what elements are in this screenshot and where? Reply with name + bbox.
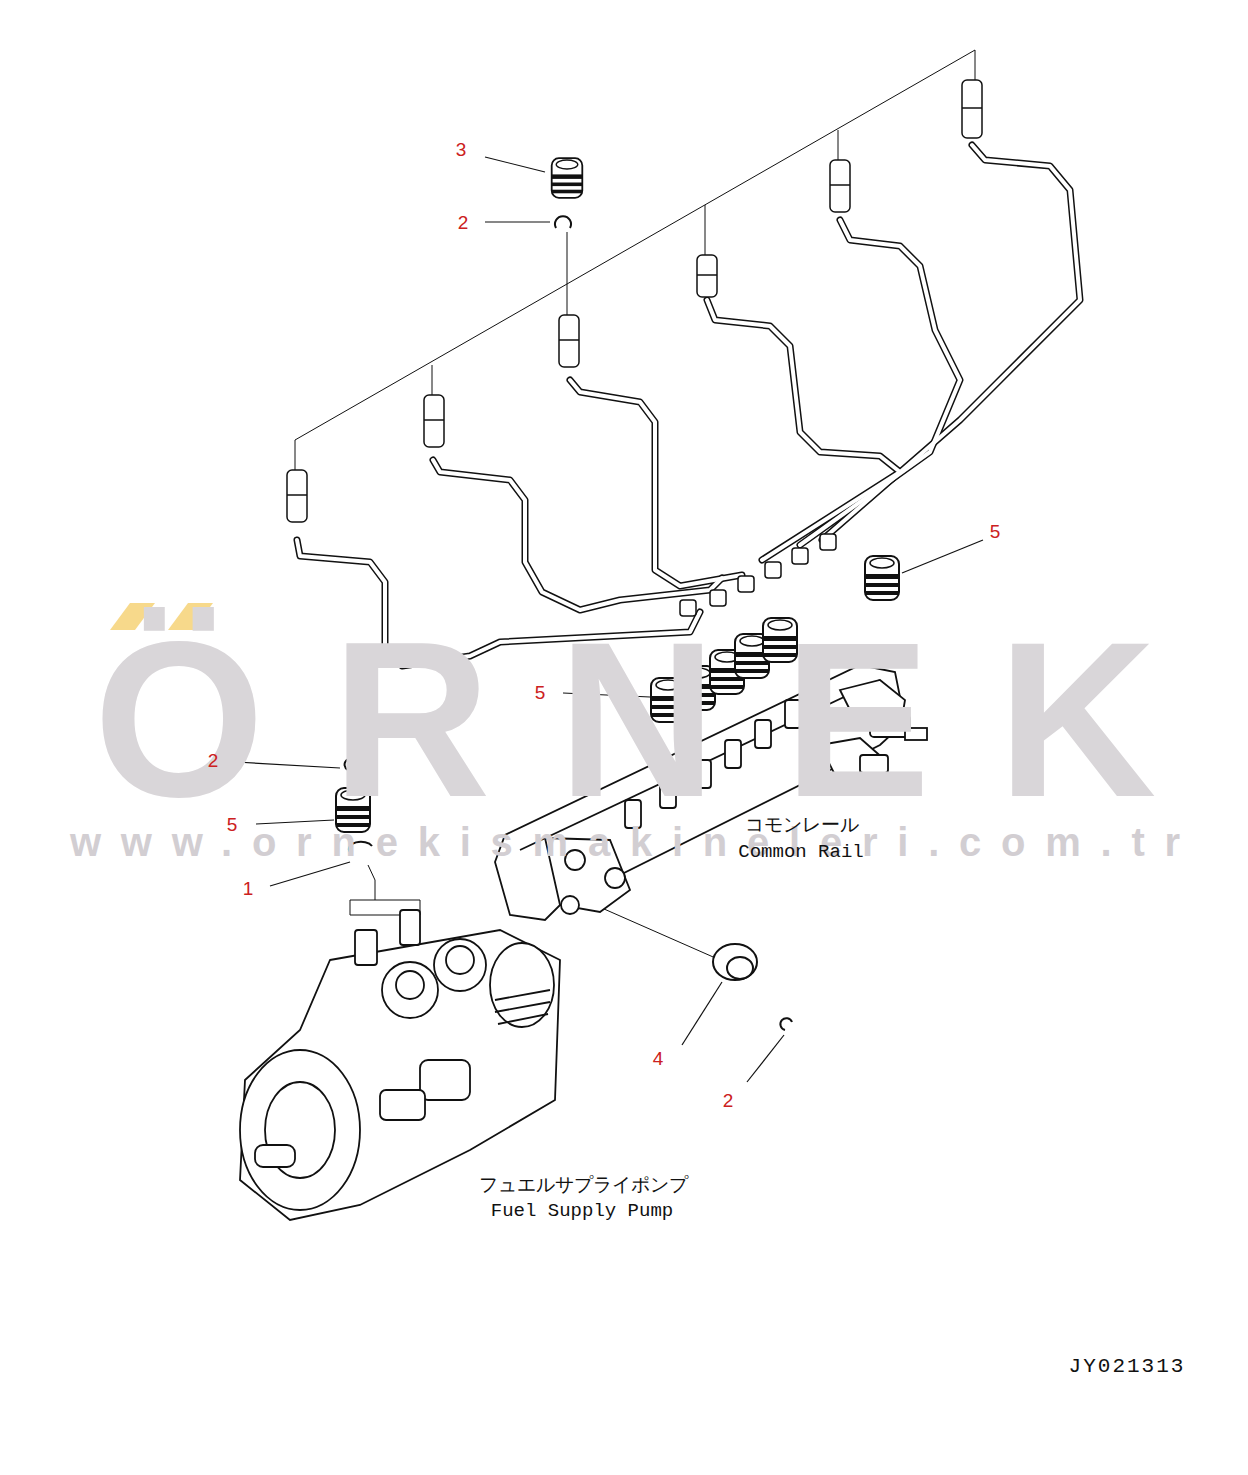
callout-number: 3 — [456, 140, 467, 159]
pipe-fittings — [287, 80, 982, 616]
part-name: コモンレール — [745, 817, 859, 836]
callout-number: 5 — [990, 522, 1001, 541]
watermark: www.ornekismakineleri.com.tr — [50, 822, 1200, 862]
callout-number: 5 — [535, 683, 546, 702]
callout-number: 1 — [243, 879, 254, 898]
callout-number: 5 — [227, 815, 238, 834]
callout-number: 2 — [458, 213, 469, 232]
drawing-number: JY021313 — [1069, 1356, 1186, 1377]
fuel-supply-pump — [240, 910, 560, 1220]
callout-number: 4 — [653, 1049, 664, 1068]
injection-pipes — [297, 145, 1080, 666]
part-name: フュエルサプライポンプ — [479, 1177, 688, 1196]
part-name: Fuel Supply Pump — [491, 1202, 673, 1221]
seal-cap — [713, 944, 757, 980]
callout-number: 2 — [208, 751, 219, 770]
part-name: Common Rail — [738, 843, 863, 862]
callout-number: 2 — [723, 1091, 734, 1110]
watermark: ÖRNEK — [26, 610, 1223, 830]
